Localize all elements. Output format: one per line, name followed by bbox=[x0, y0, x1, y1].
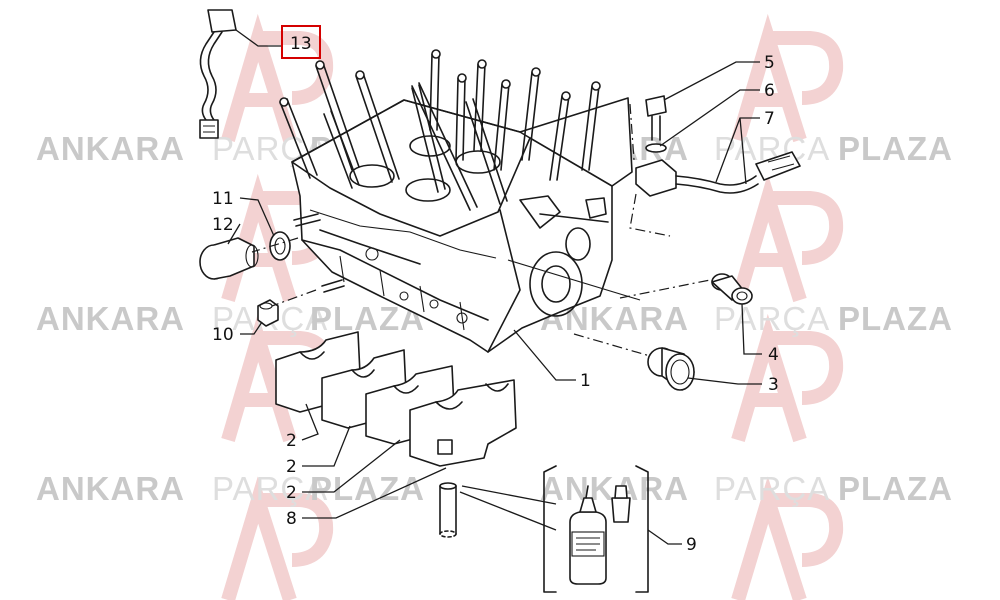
part-main-bearing-caps-2 bbox=[275, 331, 517, 467]
part-sealant-kit-9 bbox=[543, 465, 649, 593]
callout-6: 6 bbox=[764, 81, 775, 101]
part-plug-12 bbox=[199, 237, 259, 280]
callout-2: 2 bbox=[286, 457, 297, 477]
part-dowel-8 bbox=[439, 482, 457, 538]
highlight-box-13 bbox=[281, 25, 321, 59]
watermark-brand-a: ANKARA bbox=[36, 300, 185, 337]
callout-10: 10 bbox=[212, 325, 234, 345]
part-washer-6 bbox=[645, 143, 667, 153]
watermark-brand-a: ANKARA bbox=[36, 130, 185, 167]
leader-lines bbox=[227, 29, 762, 545]
callout-2: 2 bbox=[286, 431, 297, 451]
watermark-brand-b: PARÇA bbox=[714, 300, 830, 337]
watermark-brand-a: ANKARA bbox=[36, 470, 185, 507]
part-engine-block bbox=[279, 49, 641, 353]
watermark-brand-b: PARÇA bbox=[714, 470, 830, 507]
callout-5: 5 bbox=[764, 53, 775, 73]
callout-3: 3 bbox=[768, 375, 779, 395]
callout-7: 7 bbox=[764, 109, 775, 129]
part-nut-10 bbox=[257, 299, 279, 327]
watermark-logo bbox=[221, 13, 844, 600]
callout-1: 1 bbox=[580, 371, 591, 391]
watermark: ANKARA PARÇA PLAZA ANKARA PARÇA PLAZA AN… bbox=[36, 13, 953, 600]
callout-2: 2 bbox=[286, 483, 297, 503]
callout-12: 12 bbox=[212, 215, 234, 235]
callout-8: 8 bbox=[286, 509, 297, 529]
watermark-brand-c: PLAZA bbox=[838, 300, 953, 337]
watermark-row-3: ANKARA PARÇA PLAZA ANKARA PARÇA PLAZA bbox=[36, 470, 953, 507]
part-bearing-3 bbox=[647, 347, 695, 391]
part-bolt-5 bbox=[645, 95, 667, 141]
callout-9: 9 bbox=[686, 535, 697, 555]
watermark-brand-c: PLAZA bbox=[838, 130, 953, 167]
callout-11: 11 bbox=[212, 189, 234, 209]
head-studs bbox=[279, 49, 601, 211]
part-sensor-7 bbox=[635, 151, 801, 197]
callout-13: 13 bbox=[290, 34, 312, 54]
watermark-row-2: ANKARA PARÇA PLAZA ANKARA PARÇA PLAZA bbox=[36, 300, 953, 337]
callouts: 13 5 6 7 11 12 10 1 4 3 2 2 2 8 9 bbox=[212, 25, 779, 555]
callout-4: 4 bbox=[768, 345, 779, 365]
watermark-brand-b: PARÇA bbox=[212, 470, 328, 507]
watermark-brand-c: PLAZA bbox=[310, 470, 425, 507]
part-bushing-4 bbox=[711, 273, 753, 305]
watermark-brand-c: PLAZA bbox=[838, 470, 953, 507]
part-knock-sensor-13 bbox=[199, 9, 237, 139]
